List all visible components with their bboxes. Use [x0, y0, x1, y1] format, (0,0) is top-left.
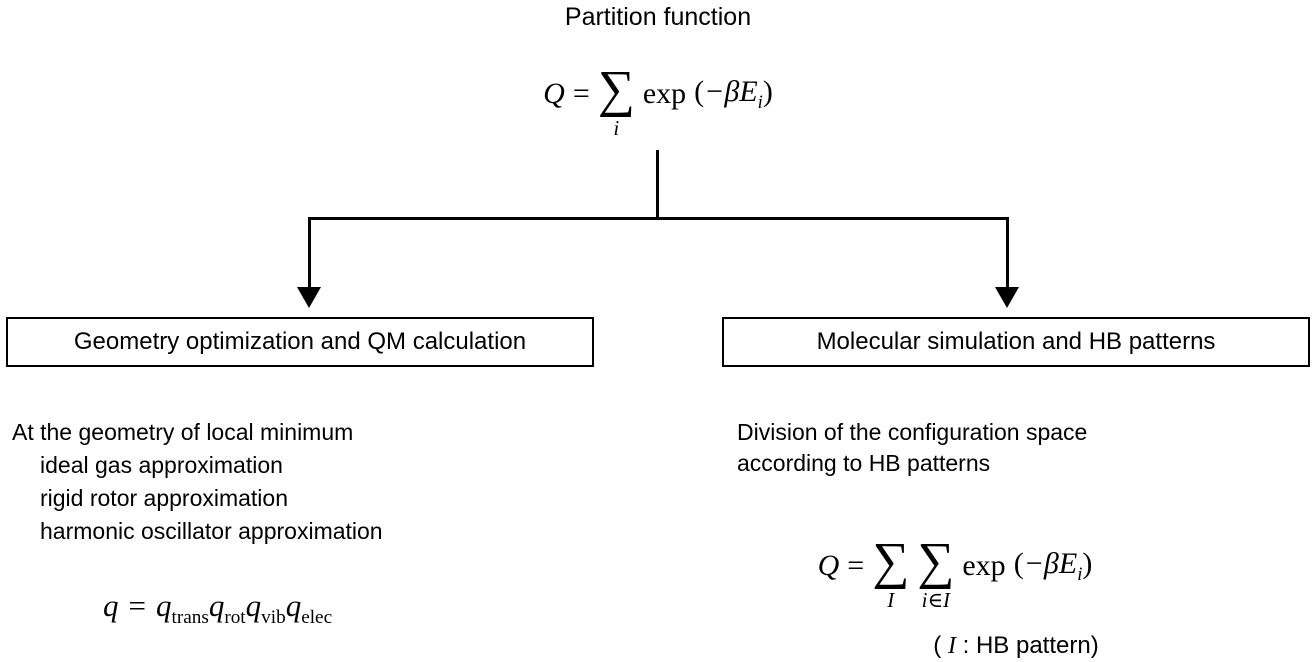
eq-q-lhs: q: [103, 588, 119, 623]
left-branch-box: Geometry optimization and QM calculation: [6, 317, 594, 367]
sum-index: i: [613, 115, 620, 140]
term-sub: elec: [301, 607, 333, 629]
term-base: q: [208, 588, 225, 623]
open-paren: (: [694, 74, 705, 108]
hb-partition-equation: Q = ∑ I ∑ i∈I exp (−βEi): [722, 520, 1188, 612]
eq-top-lhs: Q: [543, 77, 565, 110]
hb-pattern-note: ( I : HB pattern): [722, 632, 1310, 660]
term-base: q: [285, 588, 302, 623]
partition-function-equation: Q = ∑ i exp (−βEi): [0, 48, 1316, 140]
left-line-3: rigid rotor approximation: [40, 485, 289, 511]
exp-function: exp: [642, 77, 687, 110]
note-open-paren: (: [933, 632, 948, 659]
right-description: Division of the configuration space acco…: [737, 417, 1087, 479]
term-sub: vib: [261, 607, 286, 629]
term-sub: rot: [224, 607, 246, 629]
eq-q-terms: qtrans qrot qvib qelec: [156, 588, 332, 629]
sigma-glyph: ∑: [917, 533, 955, 591]
beta-energy: −βE: [704, 74, 758, 108]
summation-symbol: ∑ i: [597, 61, 635, 140]
term-base: q: [245, 588, 262, 623]
exp-function: exp: [962, 549, 1006, 582]
beta-energy: −βE: [1023, 546, 1078, 580]
diagram-title: Partition function: [564, 3, 752, 31]
summation-within-pattern: ∑ i∈I: [917, 533, 955, 612]
sum-index-i-in-I: i∈I: [921, 587, 950, 612]
term-base: q: [155, 588, 172, 623]
left-line-1: At the geometry of local minimum: [12, 419, 354, 445]
left-line-2: ideal gas approximation: [40, 452, 283, 478]
connector-left-drop: [308, 217, 311, 289]
right-arrowhead-icon: [995, 287, 1019, 308]
term-sub: trans: [171, 607, 209, 629]
right-line-2: according to HB patterns: [737, 450, 991, 476]
equals-sign: =: [572, 77, 590, 110]
open-paren: (: [1013, 546, 1024, 580]
close-paren: ): [1082, 546, 1093, 580]
energy-subscript: i: [757, 91, 763, 113]
connector-horizontal-bar: [308, 217, 1009, 220]
sigma-glyph: ∑: [872, 533, 910, 591]
eq-right-lhs: Q: [817, 549, 840, 582]
eq-right-equals: =: [847, 549, 865, 582]
right-line-1: Division of the configuration space: [737, 419, 1088, 445]
left-line-4: harmonic oscillator approximation: [40, 518, 383, 544]
molecular-partition-equation: q = qtrans qrot qvib qelec: [103, 588, 332, 629]
note-text: : HB pattern): [955, 632, 1099, 659]
sigma-glyph: ∑: [597, 61, 635, 119]
close-paren: ): [762, 74, 773, 108]
right-branch-box: Molecular simulation and HB patterns: [722, 317, 1310, 367]
term-rot: qrot: [209, 588, 246, 629]
energy-subscript: i: [1077, 563, 1083, 585]
connector-stem: [656, 150, 659, 219]
exp-argument: (−βEi): [694, 75, 773, 114]
left-description: At the geometry of local minimum ideal g…: [12, 416, 383, 548]
term-vib: qvib: [246, 588, 286, 629]
note-symbol-I: I: [947, 633, 956, 659]
term-elec: qelec: [286, 588, 332, 629]
summation-over-patterns: ∑ I: [872, 533, 910, 612]
eq-q-equals: =: [128, 588, 146, 623]
left-arrowhead-icon: [297, 287, 321, 308]
exp-argument: (−βEi): [1014, 547, 1093, 586]
sum-index-I: I: [887, 587, 895, 612]
term-trans: qtrans: [156, 588, 209, 629]
connector-right-drop: [1006, 217, 1009, 289]
